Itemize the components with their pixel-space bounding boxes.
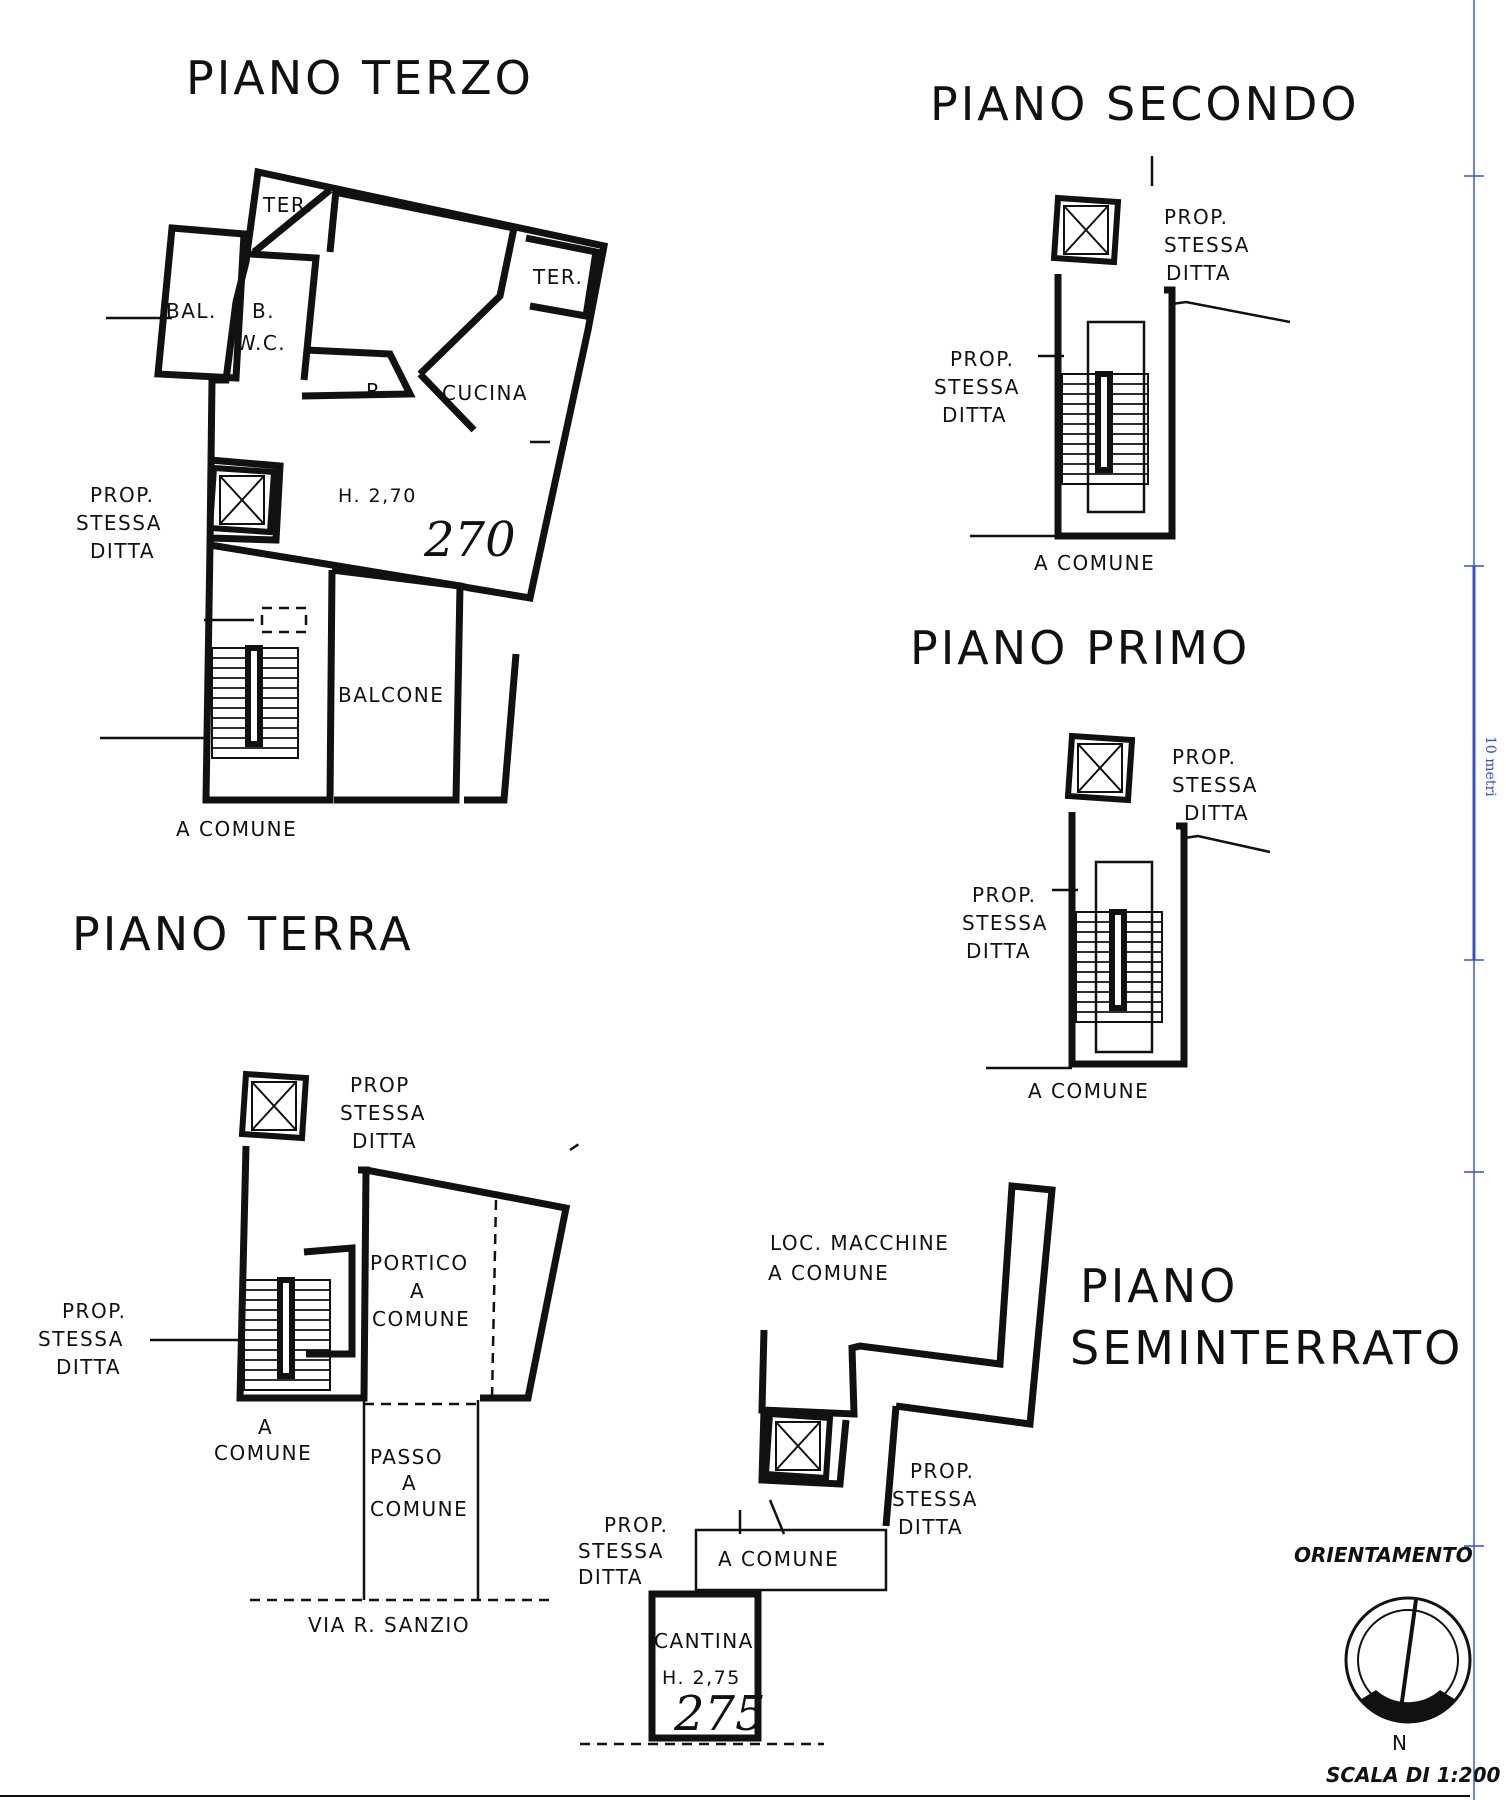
- terzo-bal-room: [154, 224, 248, 382]
- floor-title-seminterrato-2: SEMINTERRATO: [1070, 1321, 1463, 1375]
- seminterrato-label-a-comune: A COMUNE: [718, 1547, 839, 1571]
- terra-label-stessa-b: STESSA: [340, 1101, 426, 1125]
- seminterrato-label-prop-b: PROP.: [604, 1513, 669, 1537]
- terzo-stairs: [212, 648, 298, 758]
- secondo-label-stessa-a: STESSA: [1164, 233, 1250, 257]
- terra-label-portico: PORTICO: [370, 1251, 469, 1275]
- primo-label-stessa-b: STESSA: [962, 911, 1048, 935]
- terra-label-passo-a: A: [402, 1471, 417, 1495]
- terzo-label-bal: BAL.: [166, 299, 217, 323]
- terra-label-ditta-a: DITTA: [56, 1355, 121, 1379]
- primo-label-prop-b: PROP.: [972, 883, 1037, 907]
- floor-title-terra: PIANO TERRA: [72, 907, 414, 961]
- floor-title-secondo: PIANO SECONDO: [930, 77, 1360, 131]
- terra-label-via: VIA R. SANZIO: [308, 1613, 470, 1637]
- seminterrato-height-handwritten: 275: [673, 1686, 766, 1742]
- orientation-block: ORIENTAMENTO N SCALA DI 1:200: [1294, 1543, 1500, 1787]
- terra-label-prop-a: PROP.: [62, 1299, 127, 1323]
- terra-label-a: A: [258, 1415, 273, 1439]
- scale-ruler: 10 metri: [1464, 0, 1498, 1800]
- secondo-label-ditta-a: DITTA: [1166, 261, 1231, 285]
- north-arrow-icon: [1398, 1599, 1418, 1717]
- seminterrato-a-comune-room: [694, 1528, 888, 1592]
- seminterrato-label-stessa-a: STESSA: [892, 1487, 978, 1511]
- terra-label-stessa-a: STESSA: [38, 1327, 124, 1351]
- terra-label-passo: PASSO: [370, 1445, 443, 1469]
- floor-title-primo: PIANO PRIMO: [910, 621, 1250, 675]
- terzo-stair-well: [202, 544, 336, 804]
- secondo-label-ditta-b: DITTA: [942, 403, 1007, 427]
- floor-terra: PIANO TERRA PROP STESSA DITTA PORTICO A …: [38, 907, 583, 1637]
- terra-stairs: [244, 1280, 330, 1390]
- secondo-label-prop-b: PROP.: [950, 347, 1015, 371]
- floor-title-terzo: PIANO TERZO: [186, 51, 534, 105]
- terzo-label-prop: PROP.: [90, 483, 155, 507]
- primo-label-stessa-a: STESSA: [1172, 773, 1258, 797]
- terzo-label-ditta: DITTA: [90, 539, 155, 563]
- ruler-label: 10 metri: [1482, 736, 1498, 797]
- seminterrato-label-loc-comune: A COMUNE: [768, 1261, 889, 1285]
- terra-elevator: [242, 1074, 306, 1138]
- primo-label-ditta-a: DITTA: [1184, 801, 1249, 825]
- terra-label-comune: COMUNE: [214, 1441, 312, 1465]
- primo-elevator: [1068, 736, 1132, 800]
- seminterrato-elevator: [766, 1414, 830, 1478]
- primo-label-ditta-b: DITTA: [966, 939, 1031, 963]
- primo-label-a-comune: A COMUNE: [1028, 1079, 1149, 1103]
- terzo-elevator: [210, 468, 274, 532]
- seminterrato-label-height: H. 2,75: [662, 1667, 741, 1689]
- floor-title-seminterrato-1: PIANO: [1080, 1259, 1238, 1313]
- terzo-label-ter-left: TER.: [262, 193, 313, 217]
- floor-seminterrato: PIANO SEMINTERRATO LOC. MACCHINE A COMUN…: [578, 1182, 1463, 1746]
- north-label: N: [1392, 1731, 1408, 1755]
- secondo-label-stessa-b: STESSA: [934, 375, 1020, 399]
- floor-terzo: PIANO TERZO TER. TER. BAL. B. W.C. R. CU…: [76, 51, 609, 841]
- terzo-height-handwritten: 270: [423, 512, 516, 568]
- secondo-elevator: [1054, 198, 1118, 262]
- scale-label: SCALA DI 1:200: [1326, 1763, 1500, 1787]
- terzo-label-cucina: CUCINA: [442, 381, 528, 405]
- terra-label-ditta-b: DITTA: [352, 1129, 417, 1153]
- terra-label-portico-comune: COMUNE: [372, 1307, 470, 1331]
- terzo-label-b: B.: [252, 299, 275, 323]
- seminterrato-label-cantina: CANTINA: [654, 1629, 754, 1653]
- orientation-label: ORIENTAMENTO: [1294, 1543, 1473, 1567]
- terra-label-passo-comune: COMUNE: [370, 1497, 468, 1521]
- seminterrato-label-loc: LOC. MACCHINE: [770, 1231, 949, 1255]
- terra-label-portico-a: A: [410, 1279, 425, 1303]
- floor-primo: PIANO PRIMO PROP. STESSA DITTA PROP. STE…: [910, 621, 1271, 1103]
- primo-stairs: [1076, 912, 1162, 1022]
- terzo-label-height: H. 2,70: [338, 485, 417, 507]
- floor-secondo: PIANO SECONDO PROP. STESSA DITTA PROP. S…: [930, 77, 1360, 575]
- secondo-label-a-comune: A COMUNE: [1034, 551, 1155, 575]
- secondo-stairs: [1062, 374, 1148, 484]
- terra-label-prop-b: PROP: [350, 1073, 410, 1097]
- primo-label-prop-a: PROP.: [1172, 745, 1237, 769]
- secondo-label-prop-a: PROP.: [1164, 205, 1229, 229]
- terzo-label-wc: W.C.: [236, 331, 286, 355]
- terzo-label-a-comune: A COMUNE: [176, 817, 297, 841]
- terzo-label-r: R.: [366, 379, 389, 403]
- terzo-wc-room: [249, 250, 320, 381]
- terzo-label-ter-right: TER.: [532, 265, 583, 289]
- seminterrato-label-stessa-b: STESSA: [578, 1539, 664, 1563]
- terzo-label-stessa: STESSA: [76, 511, 162, 535]
- seminterrato-cantina: [648, 1590, 762, 1742]
- terzo-label-balcone: BALCONE: [338, 683, 444, 707]
- seminterrato-label-prop-a: PROP.: [910, 1459, 975, 1483]
- seminterrato-label-ditta-a: DITTA: [898, 1515, 963, 1539]
- seminterrato-label-ditta-b: DITTA: [578, 1565, 643, 1589]
